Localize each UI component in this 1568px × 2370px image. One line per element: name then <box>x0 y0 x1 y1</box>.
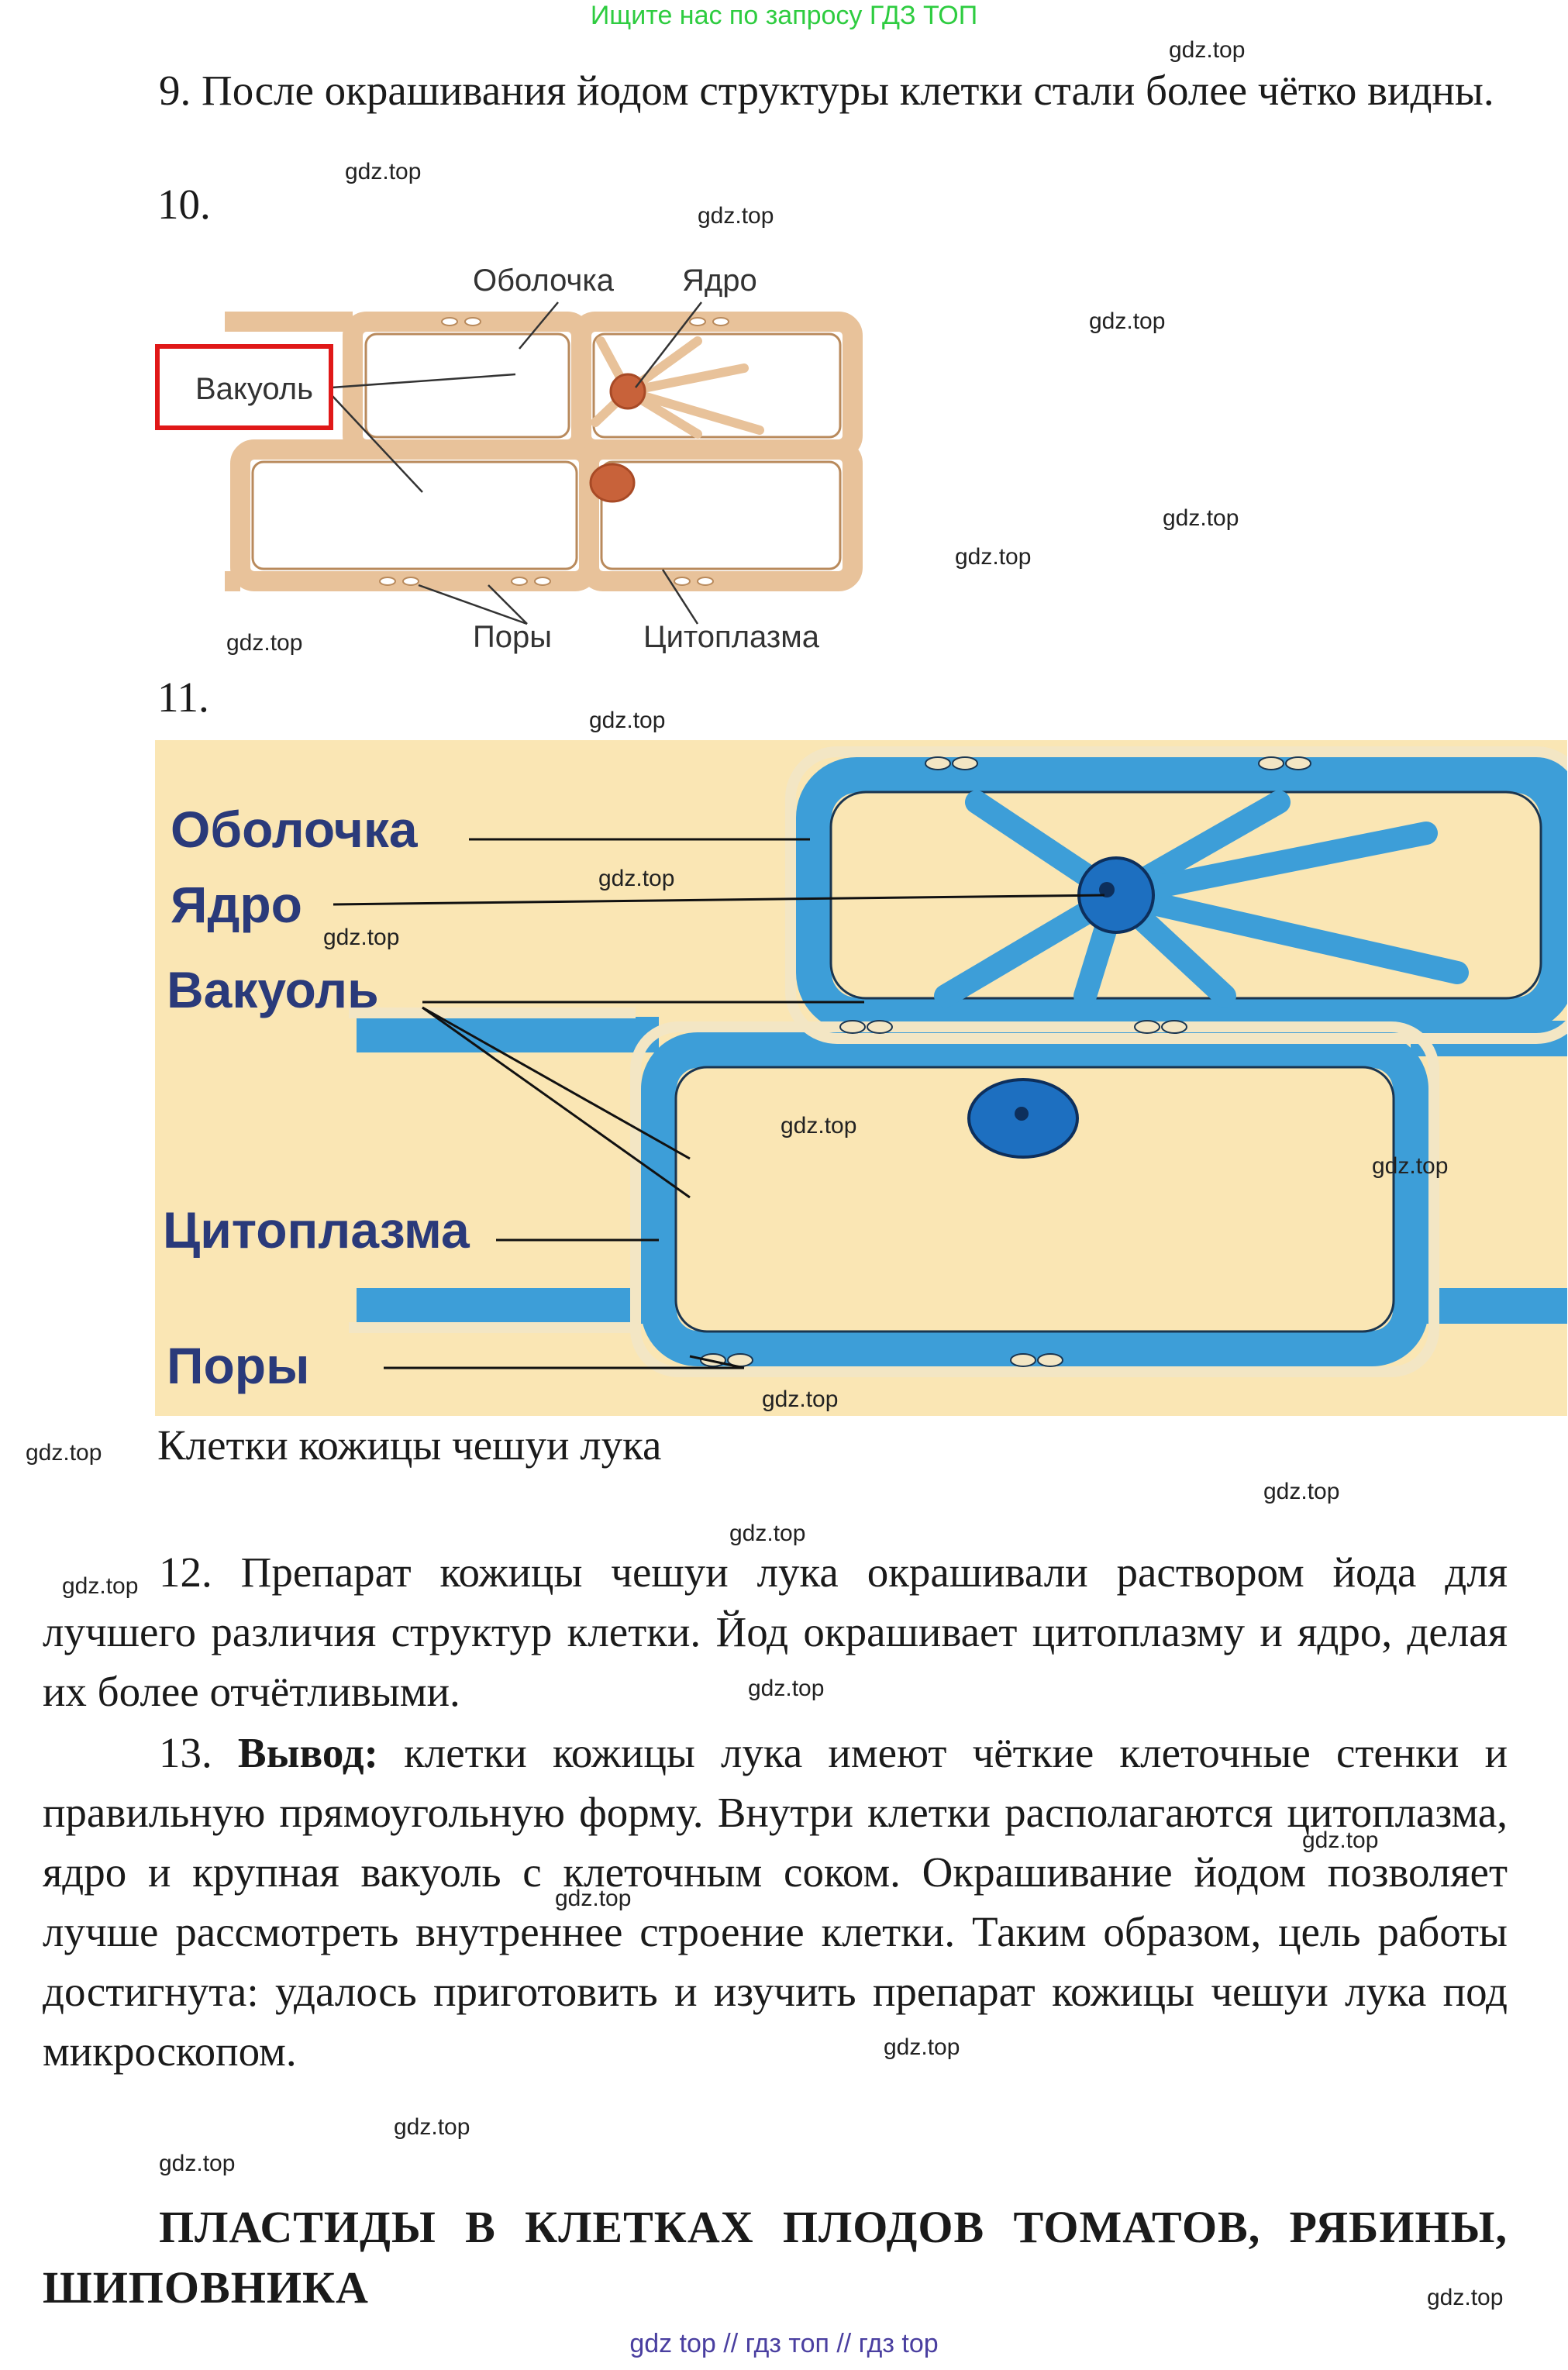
footer-links[interactable]: gdz top // гдз топ // гдз top <box>629 2329 939 2358</box>
figure-10-diagram: Оболочка Ядро Вакуоль Поры Цитоплазма <box>155 236 868 670</box>
watermark: gdz.top <box>762 1387 839 1412</box>
watermark: gdz.top <box>955 544 1032 570</box>
item-9-text: 9. После окрашивания йодом структуры кле… <box>159 67 1494 114</box>
fig10-label-nucleus: Ядро <box>682 264 757 298</box>
watermark: gdz.top <box>1169 37 1246 63</box>
item-13-conclusion-label: Вывод: <box>237 1729 378 1776</box>
fig10-label-vacuole: Вакуоль <box>195 372 313 406</box>
watermark: gdz.top <box>555 1886 632 1911</box>
watermark: gdz.top <box>1302 1827 1379 1853</box>
item-10-number: 10. <box>157 181 211 228</box>
watermark: gdz.top <box>748 1676 825 1701</box>
watermark: gdz.top <box>1089 308 1166 334</box>
fig11-label-nucleus: Ядро <box>171 876 302 933</box>
item-13-number: 13. <box>159 1729 212 1776</box>
figure-11-diagram: Оболочка Ядро Вакуоль Цитоплазма Поры <box>155 740 1567 1416</box>
fig11-label-membrane: Оболочка <box>171 801 419 858</box>
watermark: gdz.top <box>1163 505 1239 531</box>
item-13-body: клетки кожицы лука имеют чёткие клеточны… <box>43 1729 1508 2075</box>
watermark: gdz.top <box>884 2034 960 2060</box>
watermark: gdz.top <box>1427 2285 1504 2310</box>
watermark: gdz.top <box>729 1521 806 1546</box>
fig10-label-cytoplasm: Цитоплазма <box>643 620 820 654</box>
watermark: gdz.top <box>226 630 303 656</box>
watermark: gdz.top <box>589 708 666 733</box>
item-11-number: 11. <box>157 673 209 721</box>
watermark: gdz.top <box>1372 1153 1449 1179</box>
item-12-text: 12. Препарат кожицы чешуи лука окрашивал… <box>43 1548 1508 1715</box>
watermark: gdz.top <box>394 2114 470 2140</box>
watermark: gdz.top <box>26 1440 102 1466</box>
figure-11-caption: Клетки кожицы чешуи лука <box>157 1421 662 1469</box>
item-13-text: 13. Вывод: клетки кожицы лука имеют чётк… <box>43 1723 1508 2081</box>
fig10-label-membrane: Оболочка <box>473 264 615 298</box>
top-banner[interactable]: Ищите нас по запросу ГДЗ ТОП <box>590 1 978 30</box>
watermark: gdz.top <box>345 159 422 184</box>
fig10-label-pores: Поры <box>473 620 552 654</box>
watermark: gdz.top <box>62 1573 139 1599</box>
fig11-label-pores: Поры <box>167 1337 309 1394</box>
section-heading: ПЛАСТИДЫ В КЛЕТКАХ ПЛОДОВ ТОМАТОВ, РЯБИН… <box>43 2202 1508 2313</box>
watermark: gdz.top <box>159 2151 236 2176</box>
watermark: gdz.top <box>598 866 675 891</box>
watermark: gdz.top <box>698 203 774 229</box>
fig11-label-vacuole: Вакуоль <box>167 961 379 1018</box>
watermark: gdz.top <box>1263 1479 1340 1504</box>
watermark: gdz.top <box>323 925 400 950</box>
watermark: gdz.top <box>781 1113 857 1138</box>
fig11-label-cytoplasm: Цитоплазма <box>163 1201 470 1259</box>
